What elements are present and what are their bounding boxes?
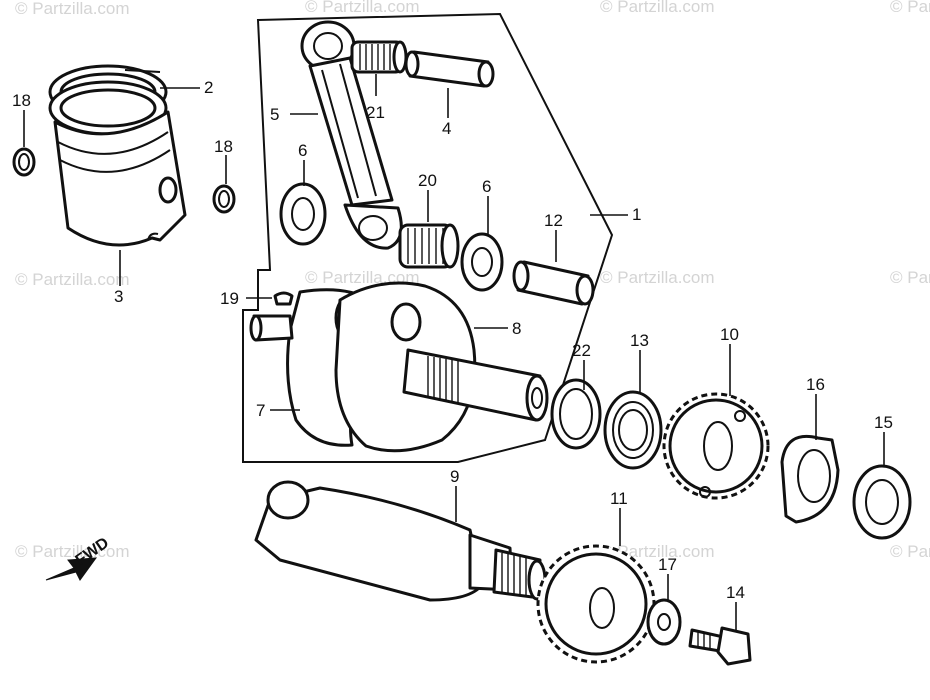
crankshaft-nut	[852, 464, 912, 540]
callout-1: 1	[632, 205, 641, 224]
thrust-washer-left	[279, 182, 327, 246]
callout-18-right: 18	[214, 137, 233, 156]
primary-drive-gear	[662, 392, 770, 500]
callout-6-left: 6	[298, 141, 307, 160]
watermark: © Partzilla.com	[305, 0, 420, 16]
watermark: © Partzilla.com	[15, 270, 130, 289]
watermark: © Partzilla.com	[890, 0, 930, 16]
callout-9: 9	[450, 467, 459, 486]
crankshaft-right	[334, 281, 549, 453]
callout-5: 5	[270, 105, 279, 124]
callout-13: 13	[630, 331, 649, 350]
piston	[53, 110, 187, 247]
watermark: © Partzilla.com	[600, 268, 715, 287]
callout-10: 10	[720, 325, 739, 344]
oil-seal	[550, 378, 602, 450]
watermark: © Partzilla.com	[890, 268, 930, 287]
callout-18-left: 18	[12, 91, 31, 110]
piston-pin-clip-right	[212, 184, 236, 214]
big-end-bearing	[398, 223, 460, 269]
watermark: © Partzilla.com	[600, 0, 715, 16]
callout-15: 15	[874, 413, 893, 432]
callout-2: 2	[204, 78, 213, 97]
callout-3: 3	[114, 287, 123, 306]
thrust-washer-right	[460, 232, 504, 292]
leader-lines	[23, 74, 885, 630]
piston-rings	[48, 64, 168, 136]
balancer-shaft	[254, 480, 547, 602]
callout-11: 11	[610, 489, 628, 508]
callout-19: 19	[220, 289, 239, 308]
small-end-bearing	[350, 40, 408, 74]
callout-7: 7	[256, 401, 265, 420]
callout-17: 17	[658, 555, 677, 574]
watermark: © Partzilla.com	[15, 0, 130, 18]
assembly-outline	[242, 12, 614, 463]
forward-label: FWD	[73, 534, 113, 569]
callout-16: 16	[806, 375, 825, 394]
callout-8: 8	[512, 319, 521, 338]
washer	[646, 598, 682, 646]
piston-pin-clip-left	[12, 147, 36, 177]
lock-washer	[780, 435, 840, 524]
balancer-driven-gear	[536, 544, 656, 664]
callout-12: 12	[544, 211, 563, 230]
woodruff-key	[273, 291, 294, 306]
callout-21: 21	[366, 103, 385, 122]
callout-20: 20	[418, 171, 437, 190]
callout-22: 22	[572, 341, 591, 360]
callout-4: 4	[442, 119, 451, 138]
callout-14: 14	[726, 583, 745, 602]
flange-bolt	[688, 626, 752, 666]
callouts: 2 18 18 3 5 21 4 6 20 6 12 1 19 8 7 22 1…	[12, 78, 893, 602]
watermark: © Partzilla.com	[15, 542, 130, 561]
crankshaft-bearing	[603, 390, 663, 470]
piston-pin	[404, 50, 495, 88]
crank-pin	[512, 260, 595, 306]
watermark: © Partzilla.com	[890, 542, 930, 561]
callout-6-right: 6	[482, 177, 491, 196]
